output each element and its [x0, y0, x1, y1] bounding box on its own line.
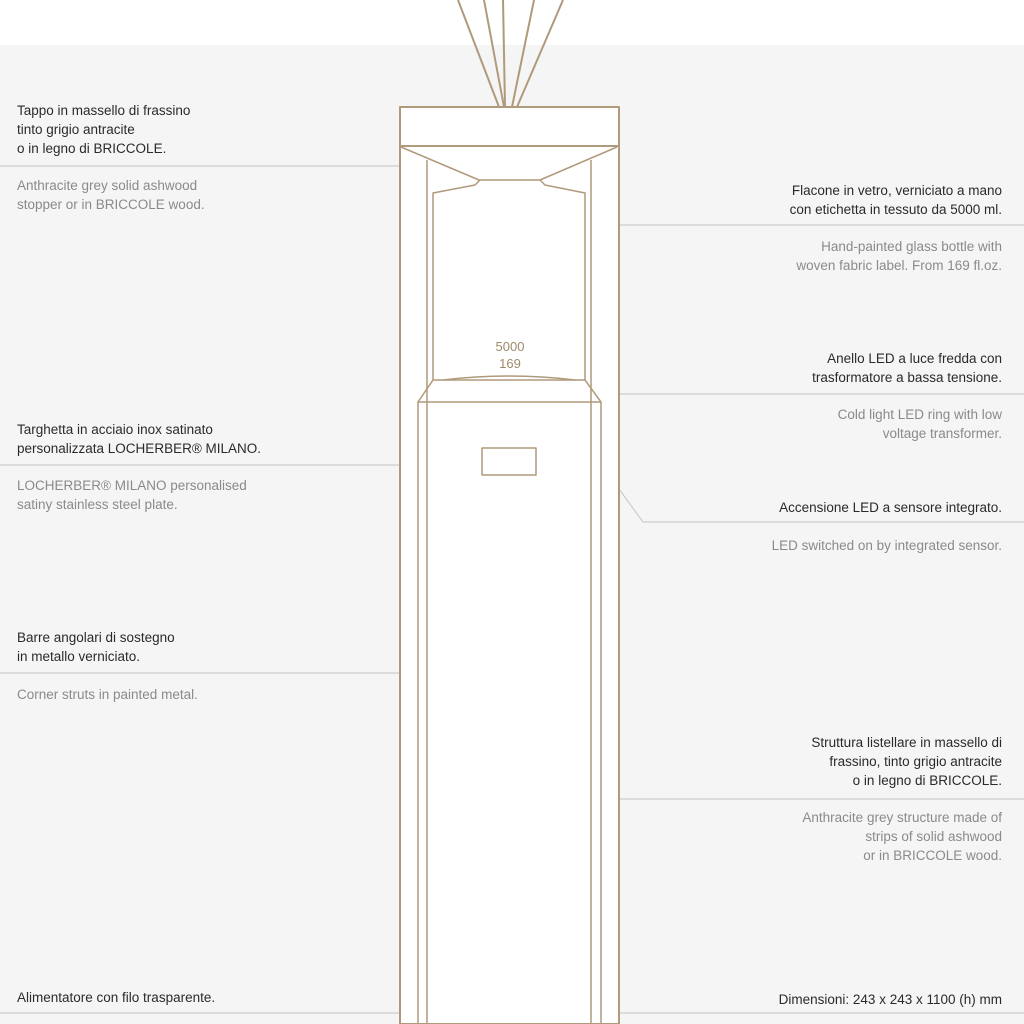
plate-shape	[481, 447, 537, 476]
bottle-label-en: Hand-painted glass bottle with woven fab…	[796, 239, 1002, 273]
bottle-capacity-floz: 169	[499, 356, 521, 371]
power-label-it: Alimentatore con filo trasparente.	[17, 990, 216, 1005]
led-ring-label-en: Cold light LED ring with low voltage tra…	[837, 407, 1002, 441]
plate-label-it: Targhetta in acciaio inox satinato perso…	[17, 422, 262, 456]
structure-label-en: Anthracite grey structure made of strips…	[802, 810, 1002, 863]
stopper-shape	[399, 106, 620, 147]
structure-label-it: Struttura listellare in massello di fras…	[811, 735, 1002, 788]
reed-sticks-icon	[457, 0, 564, 108]
stopper-label-en: Anthracite grey solid ashwood stopper or…	[17, 178, 205, 212]
sensor-label-en: LED switched on by integrated sensor.	[771, 538, 1002, 553]
struts-label-en: Corner struts in painted metal.	[17, 687, 198, 702]
sensor-label-it: Accensione LED a sensore integrato.	[779, 500, 1002, 515]
bottle-label-it: Flacone in vetro, verniciato a mano con …	[789, 183, 1002, 217]
leader-lines	[0, 165, 1024, 1014]
bottle-capacity-ml: 5000	[495, 339, 525, 354]
dimensions-label: Dimensioni: 243 x 243 x 1100 (h) mm	[778, 992, 1002, 1007]
stopper-label-it: Tappo in massello di frassino tinto grig…	[17, 103, 191, 156]
outer-frame	[399, 145, 620, 1024]
led-ring-label-it: Anello LED a luce fredda con trasformato…	[812, 351, 1002, 385]
plate-label-en: LOCHERBER® MILANO personalised satiny st…	[17, 478, 247, 512]
struts-label-it: Barre angolari di sostegno in metallo ve…	[17, 630, 175, 664]
